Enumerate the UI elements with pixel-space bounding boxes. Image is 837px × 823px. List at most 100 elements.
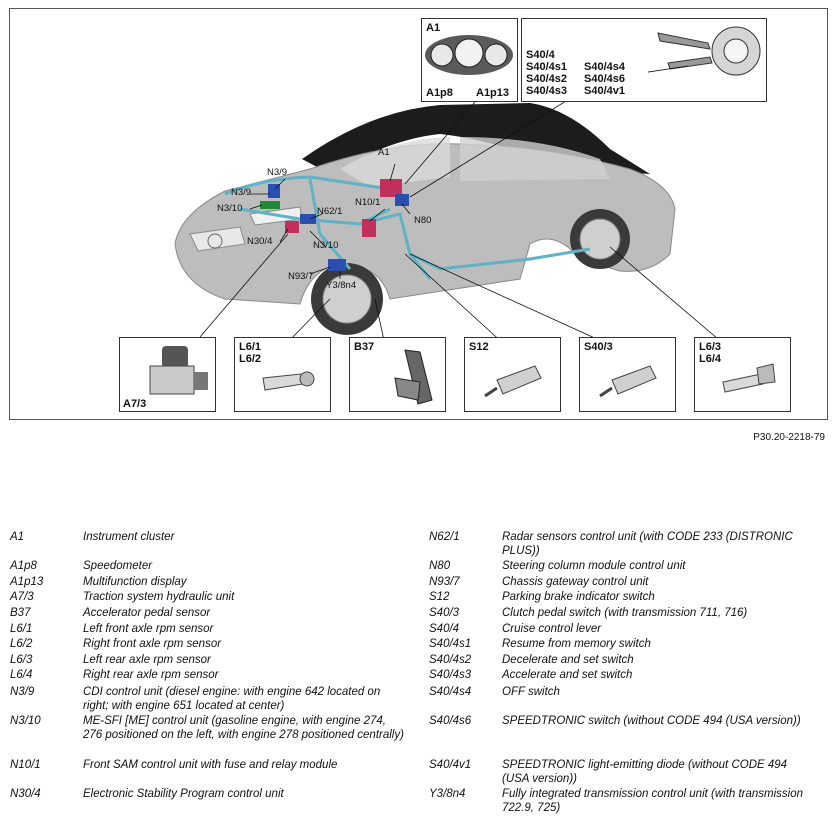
legend-description: Instrument cluster (83, 531, 175, 543)
callout-a1: A1 (378, 147, 390, 158)
legend-description: Steering column module control unit (502, 560, 686, 572)
callout-n3-10: N3/10 (217, 203, 243, 214)
callout-n3-9-top: N3/9 (267, 167, 288, 178)
clutch-switch-icon (599, 365, 657, 398)
callout-n10-1: N10/1 (355, 197, 381, 208)
legend-description: Electronic Stability Program control uni… (83, 788, 284, 800)
legend-description: Resume from memory switch (502, 638, 651, 650)
legend-code: S40/4s2 (429, 654, 472, 666)
car-illustration (174, 73, 726, 346)
inset-cluster-title: A1 (426, 22, 441, 34)
legend-code: N3/10 (10, 715, 41, 727)
legend-code: L6/3 (10, 654, 33, 666)
inset-a7-3-label: A7/3 (123, 398, 147, 410)
legend-code: S40/4s6 (429, 715, 472, 727)
accelerator-pedal-icon (394, 349, 433, 405)
cluster-gauges-icon (425, 35, 513, 75)
inset-s40-3: S40/3 (579, 337, 676, 412)
y3-8n4-unit (328, 259, 346, 271)
callout-n80: N80 (414, 215, 432, 226)
inset-lever-col1: S40/4 S40/4s1 S40/4s2 S40/4s3 (526, 49, 567, 97)
legend-code: N93/7 (429, 576, 460, 588)
legend-description: Decelerate and set switch (502, 654, 634, 666)
legend-description: SPEEDTRONIC light-emitting diode (withou… (502, 759, 788, 785)
legend-description: Cruise control lever (502, 623, 602, 635)
legend-code: S40/4s4 (429, 686, 472, 698)
legend-description: Multifunction display (83, 576, 187, 588)
n62-1-unit (300, 214, 316, 224)
legend-description: ME-SFI [ME] control unit (gasoline engin… (83, 715, 404, 741)
front-rim (322, 274, 372, 324)
car-body (174, 143, 676, 305)
inset-s12-label: S12 (469, 341, 489, 353)
grille (189, 226, 246, 252)
legend-code: B37 (10, 607, 31, 619)
star-emblem (207, 233, 223, 249)
legend-code: A1 (10, 531, 25, 543)
legend-description: Front SAM control unit with fuse and rel… (83, 759, 338, 771)
legend-code: N80 (429, 560, 451, 572)
inset-l6-3: L6/3 L6/4 (694, 337, 791, 412)
parking-brake-switch-icon (484, 365, 542, 398)
front-window (340, 137, 450, 187)
legend-description: Accelerator pedal sensor (83, 607, 211, 619)
inset-l6-1: L6/1 L6/2 (234, 337, 331, 412)
legend-code: L6/2 (10, 638, 33, 650)
legend-description: Traction system hydraulic unit (83, 591, 235, 603)
legend-code: S40/3 (429, 607, 460, 619)
inset-cruise-lever: S40/4 S40/4s1 S40/4s2 S40/4s3 S40/4s4 S4… (521, 18, 767, 102)
legend-description: Clutch pedal switch (with transmission 7… (502, 607, 748, 619)
legend-description: Accelerate and set switch (502, 669, 633, 681)
callout-n3-10-lower: N3/10 (313, 240, 339, 251)
legend-description: Chassis gateway control unit (502, 576, 649, 588)
can-bus-wiring (224, 175, 591, 280)
legend-code: A7/3 (10, 591, 34, 603)
n3-10-unit (260, 201, 280, 209)
legend-code: S40/4s3 (429, 669, 472, 681)
legend-code: S40/4s1 (429, 638, 472, 650)
callout-n30-4: N30/4 (247, 236, 273, 247)
hydraulic-unit-icon (149, 346, 208, 395)
legend-code: L6/4 (10, 669, 33, 681)
inset-l6-1-label: L6/1 L6/2 (239, 341, 262, 365)
legend-code: N30/4 (10, 788, 41, 800)
callout-n62-1: N62/1 (317, 206, 343, 217)
inset-cluster-left-label: A1p8 (426, 87, 453, 99)
legend-description: CDI control unit (diesel engine: with en… (83, 686, 381, 712)
inset-cluster-right-label: A1p13 (476, 87, 510, 99)
legend-code: Y3/8n4 (429, 788, 466, 800)
steering-column-lever-icon (648, 26, 761, 76)
legend-code: N62/1 (429, 531, 460, 543)
legend-code: N10/1 (10, 759, 41, 771)
inset-l6-3-label: L6/3 L6/4 (699, 341, 722, 365)
figure-id: P30.20-2218-79 (753, 432, 825, 443)
legend-code: S40/4v1 (429, 759, 472, 771)
n30-4-unit (285, 221, 299, 233)
legend-description: Speedometer (83, 560, 153, 572)
legend-description: Radar sensors control unit (with CODE 23… (502, 531, 793, 557)
legend-description: Fully integrated transmission control un… (502, 788, 804, 814)
legend-description: Left rear axle rpm sensor (83, 654, 211, 666)
callout-y3-8n4: Y3/8n4 (326, 280, 357, 291)
rpm-sensor-icon (262, 371, 315, 391)
legend-code: A1p13 (10, 576, 44, 588)
rear-rim (579, 218, 621, 260)
inset-instrument-cluster: A1 A1p8 A1p13 (421, 18, 518, 102)
inset-b37: B37 (349, 337, 446, 412)
callout-n93-7: N93/7 (288, 271, 314, 282)
legend-code: S12 (429, 591, 450, 603)
legend-description: Right front axle rpm sensor (83, 638, 222, 650)
rear-rpm-sensor-icon (722, 363, 776, 393)
legend-description: Left front axle rpm sensor (83, 623, 214, 635)
inset-s40-3-label: S40/3 (584, 341, 613, 353)
legend-description: Right rear axle rpm sensor (83, 669, 219, 681)
legend-description: OFF switch (502, 686, 560, 698)
inset-a7-3: A7/3 (119, 337, 216, 412)
legend-code: N3/9 (10, 686, 35, 698)
rear-window (460, 137, 610, 181)
legend-code: A1p8 (10, 560, 37, 572)
inset-lever-col2: S40/4s4 S40/4s6 S40/4v1 (584, 61, 625, 97)
callout-n3-9: N3/9 (231, 187, 252, 198)
legend-code: S40/4 (429, 623, 460, 635)
n80-unit (395, 194, 409, 206)
